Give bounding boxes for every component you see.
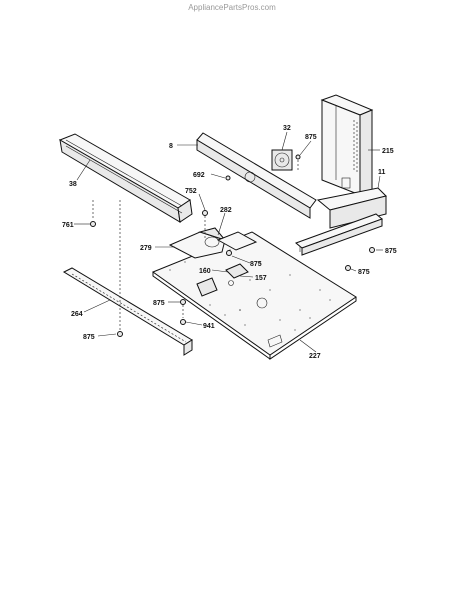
callout-157: 157 <box>255 275 267 282</box>
screw-875-right-b <box>345 265 351 271</box>
callout-32: 32 <box>283 125 291 132</box>
duct-279 <box>168 227 227 259</box>
sensor-assembly-160-157 <box>225 263 249 286</box>
callout-875-right-a: 875 <box>385 248 397 255</box>
slide-rail-264 <box>62 267 193 356</box>
bracket-282 <box>216 231 258 251</box>
callout-279: 279 <box>140 245 152 252</box>
callout-264: 264 <box>71 311 83 318</box>
screw-875-top <box>295 154 301 160</box>
callout-11: 11 <box>378 169 386 176</box>
callout-875-left: 875 <box>153 300 165 307</box>
callout-875-bottom: 875 <box>83 334 95 341</box>
screw-752 <box>202 210 208 216</box>
callout-761: 761 <box>62 222 74 229</box>
callout-875-top: 875 <box>305 134 317 141</box>
screw-761 <box>90 221 96 227</box>
callout-38: 38 <box>69 181 77 188</box>
screw-875-left <box>180 299 186 305</box>
screw-941 <box>180 319 186 325</box>
screw-875-mid <box>226 250 232 256</box>
side-bracket-11 <box>316 187 387 229</box>
leader-lines <box>74 131 383 353</box>
callout-227: 227 <box>309 353 321 360</box>
callout-692: 692 <box>193 172 205 179</box>
callout-875-right-b: 875 <box>358 269 370 276</box>
screw-692 <box>225 175 231 181</box>
screw-875-right-a <box>369 247 375 253</box>
screw-875-bottom <box>117 331 123 337</box>
front-rail-right <box>295 213 383 256</box>
callout-160: 160 <box>199 268 211 275</box>
callout-215: 215 <box>382 148 394 155</box>
rear-upright-215 <box>320 94 374 196</box>
watermark-text: AppliancePartsPros.com <box>188 3 276 12</box>
callout-8: 8 <box>169 143 173 150</box>
callout-752: 752 <box>185 188 197 195</box>
callout-941: 941 <box>203 323 215 330</box>
fan-32 <box>271 149 293 171</box>
callout-282: 282 <box>220 207 232 214</box>
back-panel-8 <box>196 132 317 219</box>
base-plate-227 <box>151 231 357 360</box>
callout-875-mid: 875 <box>250 261 262 268</box>
assembly-guide-lines <box>92 160 299 330</box>
